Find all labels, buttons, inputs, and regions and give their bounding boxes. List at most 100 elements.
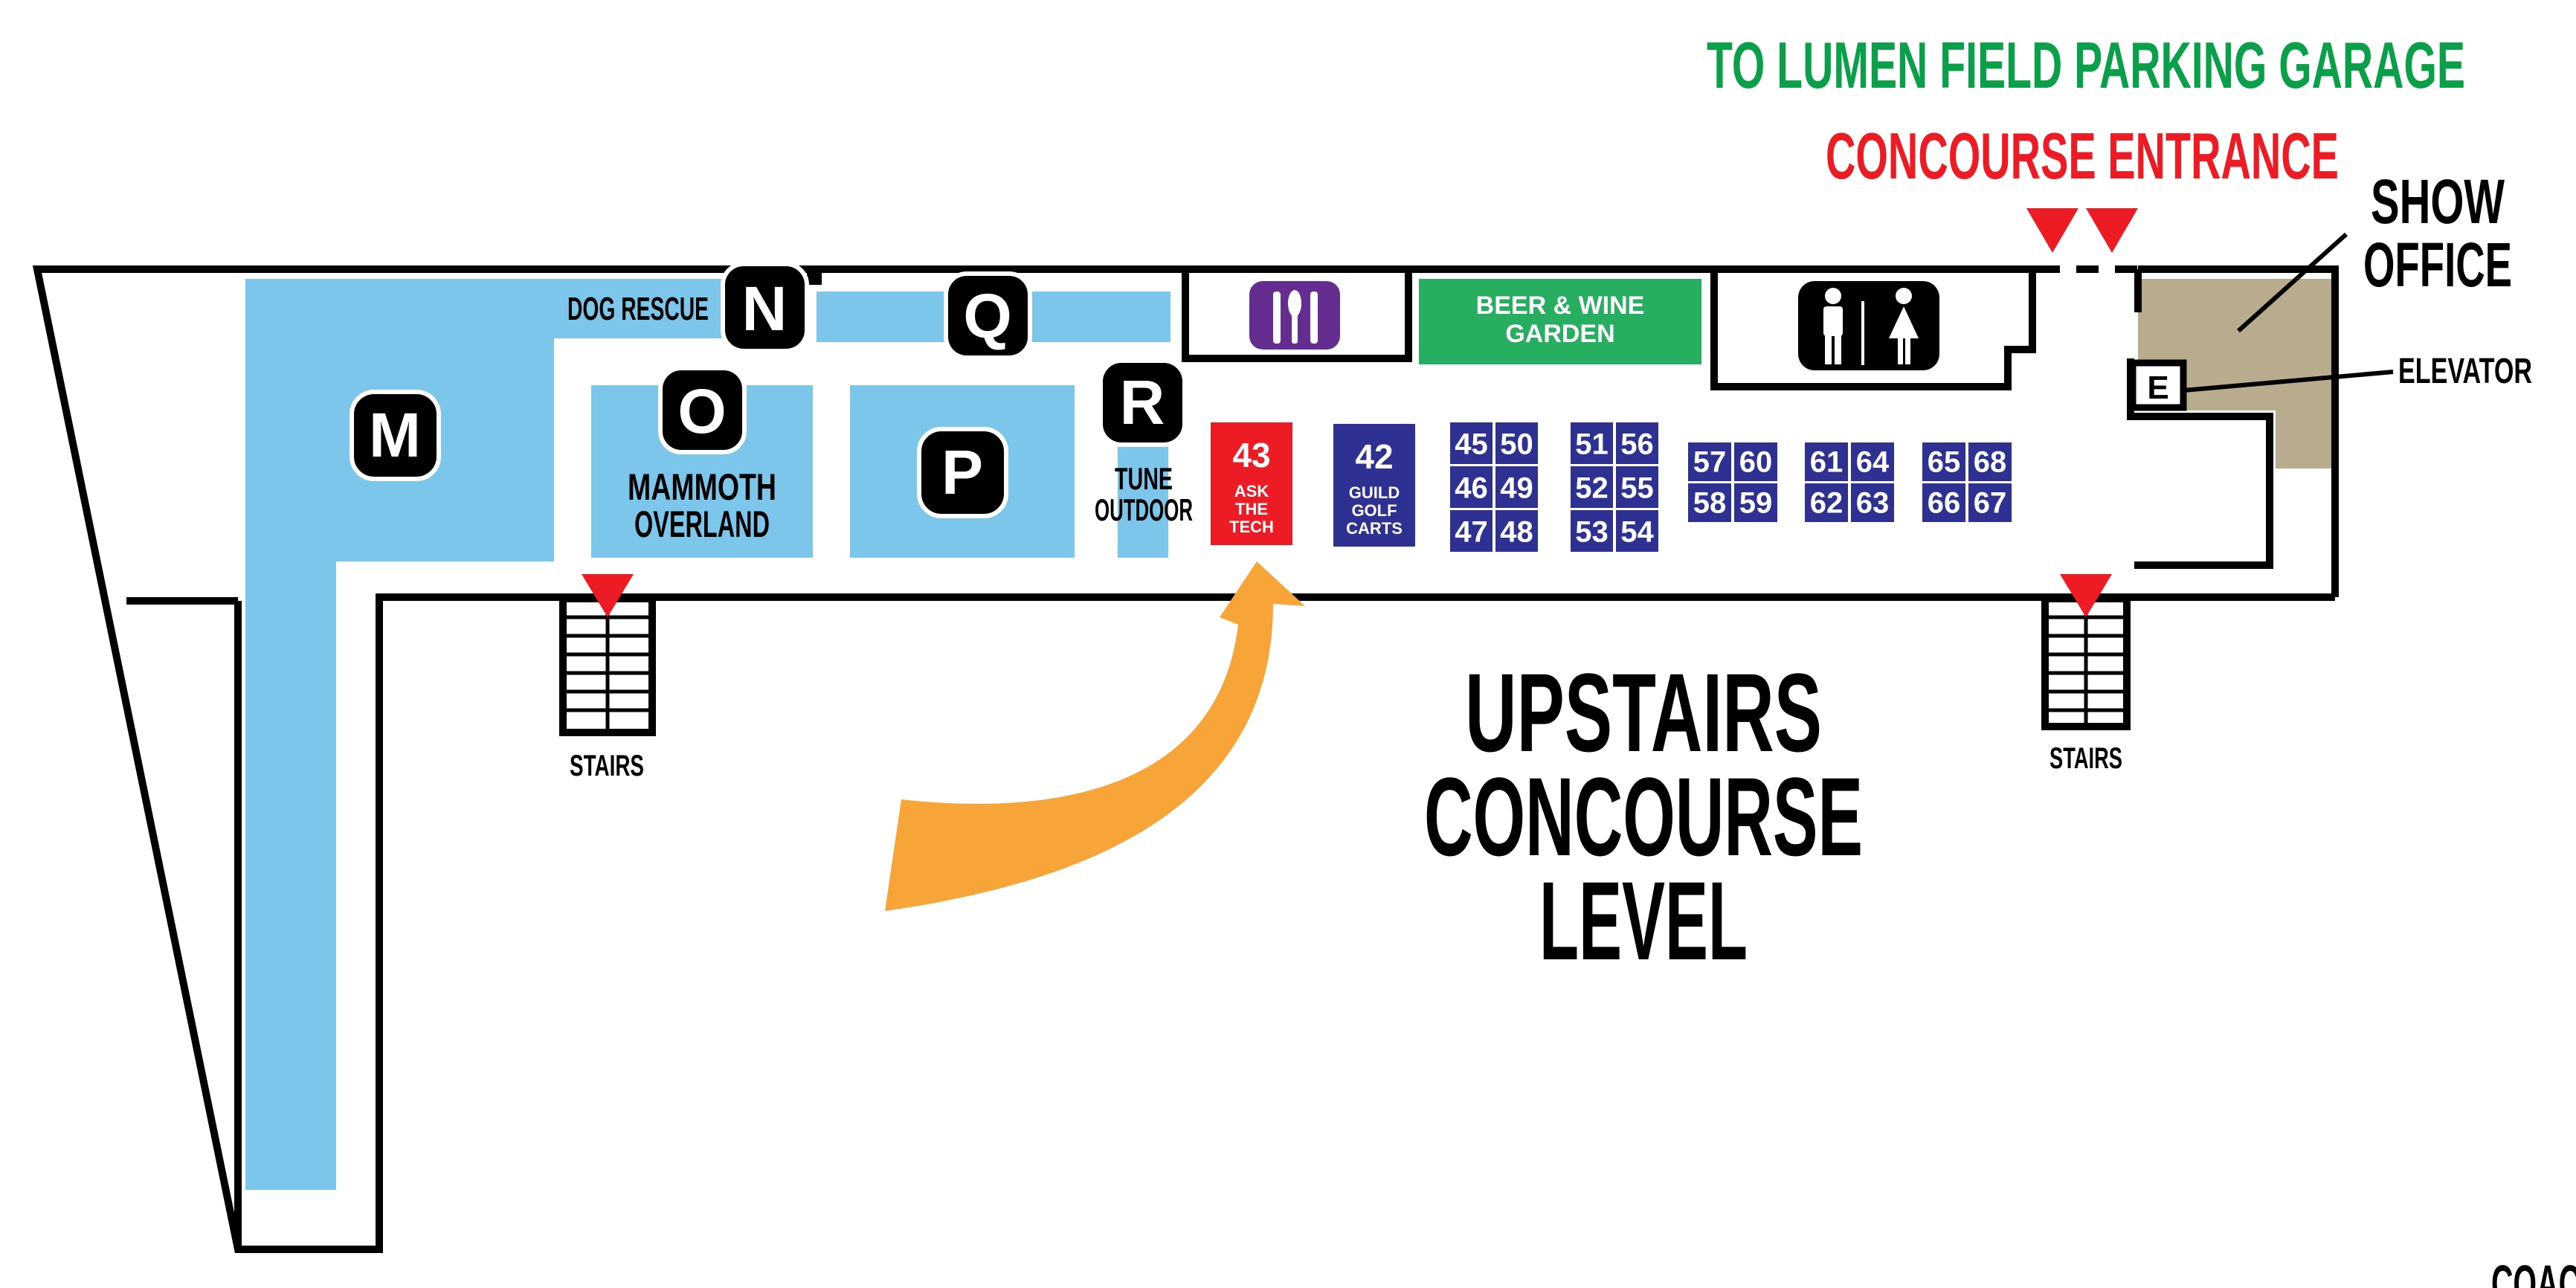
booth-68[interactable]: 68: [1968, 442, 2012, 481]
dog-rescue-area: [509, 279, 759, 338]
booth-63[interactable]: 63: [1851, 483, 1894, 522]
tune-outdoor-label-line1: TUNE: [1115, 461, 1173, 496]
cut-off-label: COAC: [2491, 1255, 2576, 1288]
booth-number: 68: [1974, 446, 2007, 479]
booth-box: [1734, 483, 1777, 522]
booth-box: [1450, 422, 1493, 464]
booth-58[interactable]: 58: [1688, 483, 1731, 522]
booth-60[interactable]: 60: [1734, 442, 1777, 481]
fork-knife-icon: [1273, 290, 1318, 344]
booth-number: 65: [1928, 446, 1961, 479]
zone-r-badge[interactable]: R: [1098, 358, 1187, 447]
booth-43-line2: THE: [1235, 500, 1268, 518]
booth-box: [1968, 483, 2012, 522]
booth-53[interactable]: 53: [1571, 510, 1613, 552]
zone-q-label: Q: [963, 281, 1011, 351]
booth-box: [1616, 466, 1658, 508]
stairs-right-label: STAIRS: [2049, 742, 2122, 775]
building-outline-east-right: [2138, 265, 2339, 597]
booth-43[interactable]: 43 ASK THE TECH: [1211, 422, 1292, 545]
booth-number: 50: [1500, 428, 1533, 461]
booth-number: 60: [1739, 446, 1773, 479]
zone-q-badge[interactable]: Q: [944, 271, 1032, 360]
booth-47[interactable]: 47: [1450, 510, 1493, 552]
booth-64[interactable]: 64: [1851, 442, 1894, 481]
booth-number: 61: [1810, 446, 1844, 479]
booth-43-line3: TECH: [1229, 518, 1274, 536]
booth-number: 55: [1620, 472, 1654, 505]
booth-box: [1571, 422, 1613, 464]
level-title-line3: LEVEL: [1539, 858, 1748, 983]
restroom-icon-badge: [1798, 281, 1939, 370]
booth-box: [1851, 442, 1894, 481]
booth-number: 51: [1575, 428, 1609, 461]
booth-number: 46: [1455, 472, 1488, 505]
booth-number: 58: [1693, 487, 1727, 520]
stairs-right-icon: [2041, 595, 2131, 730]
booth-42[interactable]: 42 GUILD GOLF CARTS: [1333, 424, 1415, 547]
booth-number: 62: [1810, 487, 1844, 520]
concourse-entrance-label: CONCOURSE ENTRANCE: [1826, 119, 2339, 193]
zone-r-label: R: [1120, 367, 1165, 437]
restroom-room: [1710, 269, 2036, 390]
booth-42-line1: GUILD: [1349, 483, 1400, 502]
booth-48[interactable]: 48: [1495, 510, 1538, 552]
zone-n-label: N: [742, 274, 788, 344]
booth-number: 66: [1928, 487, 1961, 520]
booth-number: 56: [1620, 428, 1654, 461]
booth-number: 52: [1575, 472, 1609, 505]
booth-number: 49: [1500, 472, 1533, 505]
beer-wine-garden-label-line2: GARDEN: [1505, 320, 1614, 348]
dog-rescue-label: DOG RESCUE: [567, 291, 709, 327]
booth-45[interactable]: 45: [1450, 422, 1493, 464]
booth-49[interactable]: 49: [1495, 466, 1538, 508]
stairs-left-label: STAIRS: [570, 750, 644, 782]
elevator-leader-line: [2183, 370, 2394, 393]
tune-outdoor-label-line2: OUTDOOR: [1095, 492, 1193, 527]
booth-55[interactable]: 55: [1616, 466, 1658, 508]
booth-box: [1688, 442, 1731, 481]
booth-56[interactable]: 56: [1616, 422, 1658, 464]
booth-62[interactable]: 62: [1805, 483, 1848, 522]
booth-52[interactable]: 52: [1571, 466, 1613, 508]
booth-54[interactable]: 54: [1616, 510, 1658, 552]
booth-51[interactable]: 51: [1571, 422, 1613, 464]
entrance-left-marker-icon: [2026, 208, 2078, 253]
booth-box: [1968, 442, 2012, 481]
booth-43-line1: ASK: [1234, 482, 1269, 500]
mammoth-overland-label-line2: OVERLAND: [634, 503, 770, 545]
booth-number: 48: [1500, 516, 1533, 549]
zone-r-area: [1118, 445, 1168, 558]
booth-57[interactable]: 57: [1688, 442, 1731, 481]
booth-65[interactable]: 65: [1922, 442, 1965, 481]
elevator-badge: [2129, 359, 2187, 411]
zone-p-badge[interactable]: P: [917, 427, 1008, 518]
stairs-right-marker-icon: [2060, 574, 2112, 617]
booth-61[interactable]: 61: [1805, 442, 1848, 481]
booth-number: 57: [1693, 446, 1727, 479]
zone-o-badge[interactable]: O: [658, 366, 747, 454]
booth-42-line2: GOLF: [1351, 501, 1397, 520]
booth-box: [1495, 510, 1538, 552]
booth-46[interactable]: 46: [1450, 466, 1493, 508]
mammoth-overland-label-line1: MAMMOTH: [628, 466, 776, 508]
booth-box: [1450, 466, 1493, 508]
zone-n-badge[interactable]: N: [721, 262, 809, 353]
booth-box: [1805, 442, 1848, 481]
booth-43-number: 43: [1232, 436, 1270, 474]
booth-box: [1734, 442, 1777, 481]
booth-number: 67: [1974, 487, 2007, 520]
booth-box: [1571, 510, 1613, 552]
show-office-label-line2: OFFICE: [2363, 230, 2512, 300]
restroom-icon: [1823, 288, 1919, 365]
booth-50[interactable]: 50: [1495, 422, 1538, 464]
booth-67[interactable]: 67: [1968, 483, 2012, 522]
booth-59[interactable]: 59: [1734, 483, 1777, 522]
zone-m-badge[interactable]: M: [350, 390, 441, 481]
zone-o-label: O: [677, 376, 726, 446]
parking-garage-label: TO LUMEN FIELD PARKING GARAGE: [1707, 28, 2465, 102]
booth-66[interactable]: 66: [1922, 483, 1965, 522]
booth-number: 64: [1856, 446, 1890, 479]
